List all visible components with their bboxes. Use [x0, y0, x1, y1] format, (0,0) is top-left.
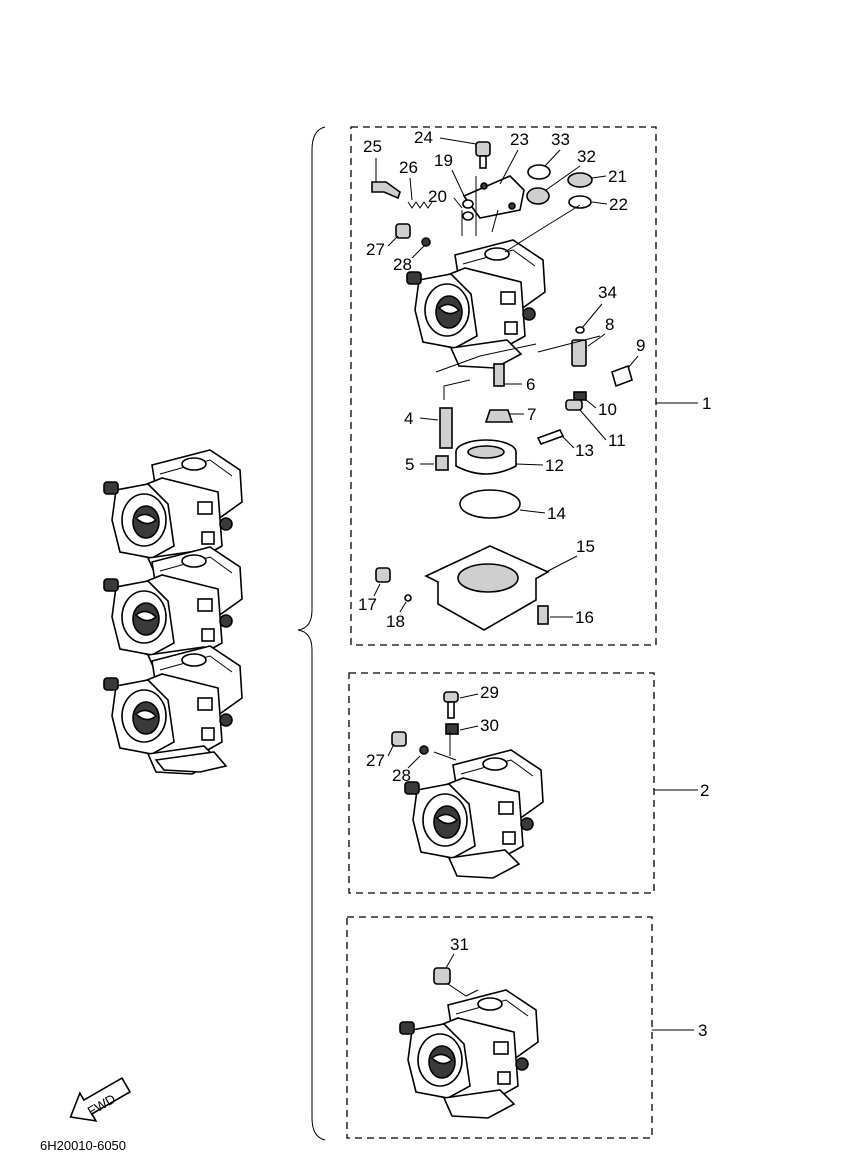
part-label-7: 7 — [527, 405, 536, 424]
part-label-22: 22 — [609, 195, 628, 214]
part-label-25: 25 — [363, 137, 382, 156]
part-label-8: 8 — [605, 315, 614, 334]
assembly-label-3: 3 — [698, 1021, 707, 1040]
part-label-10: 10 — [598, 400, 617, 419]
assembly-box-3 — [346, 916, 653, 1139]
part-label-13: 13 — [575, 441, 594, 460]
carburetor-assembly-1 — [371, 141, 633, 631]
fwd-arrow-icon — [69, 1076, 132, 1122]
part-label-29: 29 — [480, 683, 499, 702]
part-label-19: 19 — [434, 151, 453, 170]
part-label-26: 26 — [399, 158, 418, 177]
part-label-5: 5 — [405, 455, 414, 474]
part-label-23: 23 — [510, 130, 529, 149]
assembly-1-labels: 24 23 33 25 26 19 32 21 20 22 27 28 34 8… — [358, 128, 645, 631]
part-label-4: 4 — [404, 409, 413, 428]
assembly-label-2: 2 — [700, 781, 709, 800]
part-label-24: 24 — [414, 128, 433, 147]
assembly-box-2 — [348, 672, 655, 894]
part-label-30: 30 — [480, 716, 499, 735]
part-label-16: 16 — [575, 608, 594, 627]
carburetor-assembly-2: 29 30 27 28 — [366, 683, 544, 879]
assembly-label-1: 1 — [702, 394, 711, 413]
part-label-9: 9 — [636, 336, 645, 355]
part-label-14: 14 — [547, 504, 566, 523]
part-label-27b: 27 — [366, 751, 385, 770]
part-label-32: 32 — [577, 147, 596, 166]
assembly-box-1 — [350, 126, 657, 646]
carburetor-stack — [103, 449, 243, 775]
part-label-28b: 28 — [392, 766, 411, 785]
part-label-12: 12 — [545, 456, 564, 475]
drawing-code: 6H20010-6050 — [40, 1138, 126, 1153]
part-label-11: 11 — [608, 431, 626, 450]
part-label-28: 28 — [393, 255, 412, 274]
part-label-17: 17 — [358, 595, 377, 614]
part-label-20: 20 — [428, 187, 447, 206]
group-brace — [297, 126, 326, 1141]
part-label-33: 33 — [551, 130, 570, 149]
part-label-27: 27 — [366, 240, 385, 259]
part-label-34: 34 — [598, 283, 617, 302]
part-label-21: 21 — [608, 167, 627, 186]
part-label-6: 6 — [526, 375, 535, 394]
part-label-18: 18 — [386, 612, 405, 631]
part-label-31: 31 — [450, 935, 469, 954]
carburetor-assembly-3: 31 — [399, 935, 539, 1119]
part-label-15: 15 — [576, 537, 595, 556]
